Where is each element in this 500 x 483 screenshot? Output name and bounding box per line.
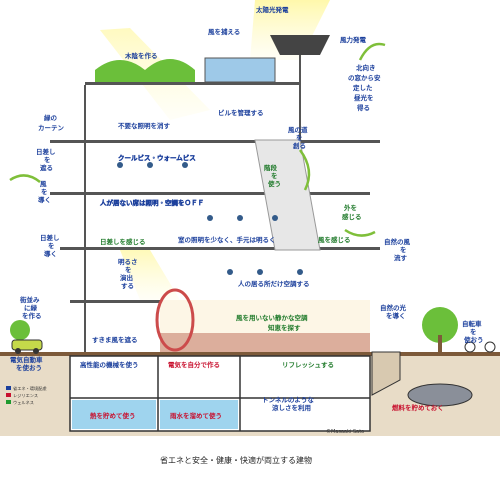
label-sun-block-1: 日差し	[36, 147, 56, 156]
label-street-trees-3: を作る	[22, 311, 42, 320]
label-refresh: リフレッシュする	[282, 361, 334, 369]
label-bicycle-3: 使おう	[463, 335, 484, 344]
label-feel-outside-1: 外を	[344, 203, 357, 212]
label-wind-guide-1: 風	[40, 180, 47, 188]
label-feel-sun: 日差しを感じる	[100, 237, 146, 246]
label-find-knowledge: 知恵を探す	[268, 323, 301, 332]
label-efficient-machine: 高性能の機械を使う	[80, 360, 139, 369]
label-street-trees-1: 街並み	[19, 295, 40, 304]
label-bicycle-2: を	[470, 327, 477, 336]
vehicles	[11, 339, 496, 354]
label-no-waste-light: 不要な照明を消す	[118, 121, 171, 130]
label-natural-wind-2: を	[400, 245, 407, 254]
label-north-light-1: 北向き	[356, 63, 376, 72]
label-sun-guide-2: を	[48, 241, 55, 250]
office-workers	[117, 162, 303, 275]
label-bldg-manage: ビルを管理する	[218, 108, 264, 117]
label-guide-nat-light-1: 自然の光	[380, 303, 407, 312]
label-wind-path-2: を	[296, 133, 303, 142]
label-store-heat: 熱を貯めて使う	[90, 411, 136, 420]
label-coolbiz: クールビス・ウォームビス	[118, 153, 196, 162]
label-ev-car-1: 電気自動車	[10, 355, 43, 364]
label-north-light-3: 定した	[352, 83, 373, 92]
label-guide-nat-light-2: を導く	[386, 311, 406, 320]
label-produce-light-4: する	[121, 282, 134, 290]
label-make-power: 電気を自分で作る	[168, 360, 220, 369]
label-natural-wind-3: 流す	[394, 253, 408, 262]
wind-arrows	[9, 42, 386, 237]
label-wind-guide-3: 導く	[38, 195, 51, 204]
label-use-stairs-1: 階段	[264, 163, 278, 172]
label-tunnel-air-1: トンネルのような	[262, 395, 314, 404]
label-sun-guide-1: 日差し	[40, 233, 60, 242]
label-no-wind-hand: 風を用いない静かな空調	[236, 313, 308, 322]
label-use-stairs-2: を	[271, 171, 278, 180]
label-produce-light-2: を	[125, 265, 132, 274]
staircase	[155, 139, 321, 352]
label-bicycle-1: 自転車	[462, 319, 482, 328]
label-shade: 木陰を作る	[124, 51, 158, 60]
label-store-fuel: 燃料を貯めておく	[392, 403, 444, 412]
caption: 省エネと安全・健康・快適が両立する建物	[160, 455, 312, 465]
label-feel-outside-2: 感じる	[342, 212, 362, 221]
label-green-curtain-1: 緑の	[44, 113, 58, 122]
label-wind-catch: 風を捕える	[208, 27, 240, 36]
label-green-curtain-2: カーテン	[38, 124, 65, 132]
label-wind-guide-2: を	[41, 187, 48, 196]
legend: 省エネ・環境配慮 レジリエンス ウェルネス	[6, 385, 47, 406]
label-room-light: 室の照明を少なく、手元は明るく	[178, 235, 276, 244]
label-north-light-4: 昼光を	[354, 93, 374, 102]
label-ev-car-2: を使おう	[16, 363, 42, 372]
label-natural-wind-1: 自然の風	[384, 237, 411, 246]
label-north-light-2: の窓から安	[348, 73, 381, 82]
label-tunnel-air-2: 涼しさを利用	[272, 403, 311, 412]
label-sun-block-3: 遮る	[40, 163, 53, 172]
legend-wellness: ウェルネス	[13, 399, 34, 406]
label-wind-path-1: 風の道	[288, 125, 308, 134]
roof-garden	[95, 35, 330, 83]
legend-energy: 省エネ・環境配慮	[13, 385, 47, 392]
legend-swatch-energy	[6, 386, 11, 390]
label-wind-power: 風力発電	[340, 35, 367, 44]
label-store-rain: 雨水を溜めて使う	[170, 411, 222, 420]
label-north-light-5: 得る	[356, 103, 370, 112]
label-absent-off: 人が居ない席は照明・空調をＯＦＦ	[100, 198, 204, 207]
basement	[69, 351, 473, 432]
label-wind-path-3: 創る	[292, 141, 306, 150]
label-street-trees-2: に緑	[24, 303, 38, 312]
street-trees	[10, 307, 458, 353]
label-wind-through: すきま風を遮る	[92, 335, 138, 344]
credit: ©Masaaki Sato	[326, 428, 364, 435]
label-local-ac: 人の居る所だけ空調する	[238, 279, 310, 288]
label-solar: 太陽光発電	[255, 5, 289, 14]
label-sun-block-2: を	[44, 155, 51, 164]
label-sun-guide-3: 導く	[44, 249, 57, 258]
legend-resilience: レジリエンス	[13, 393, 38, 398]
legend-swatch-resilience	[6, 393, 11, 397]
label-use-stairs-3: 使う	[267, 179, 281, 188]
label-produce-light-3: 演出	[120, 273, 133, 282]
label-feel-wind: 風を感じる	[318, 235, 351, 244]
legend-swatch-wellness	[6, 400, 11, 404]
building-structure	[50, 40, 380, 352]
label-produce-light-1: 明るさ	[118, 257, 138, 266]
